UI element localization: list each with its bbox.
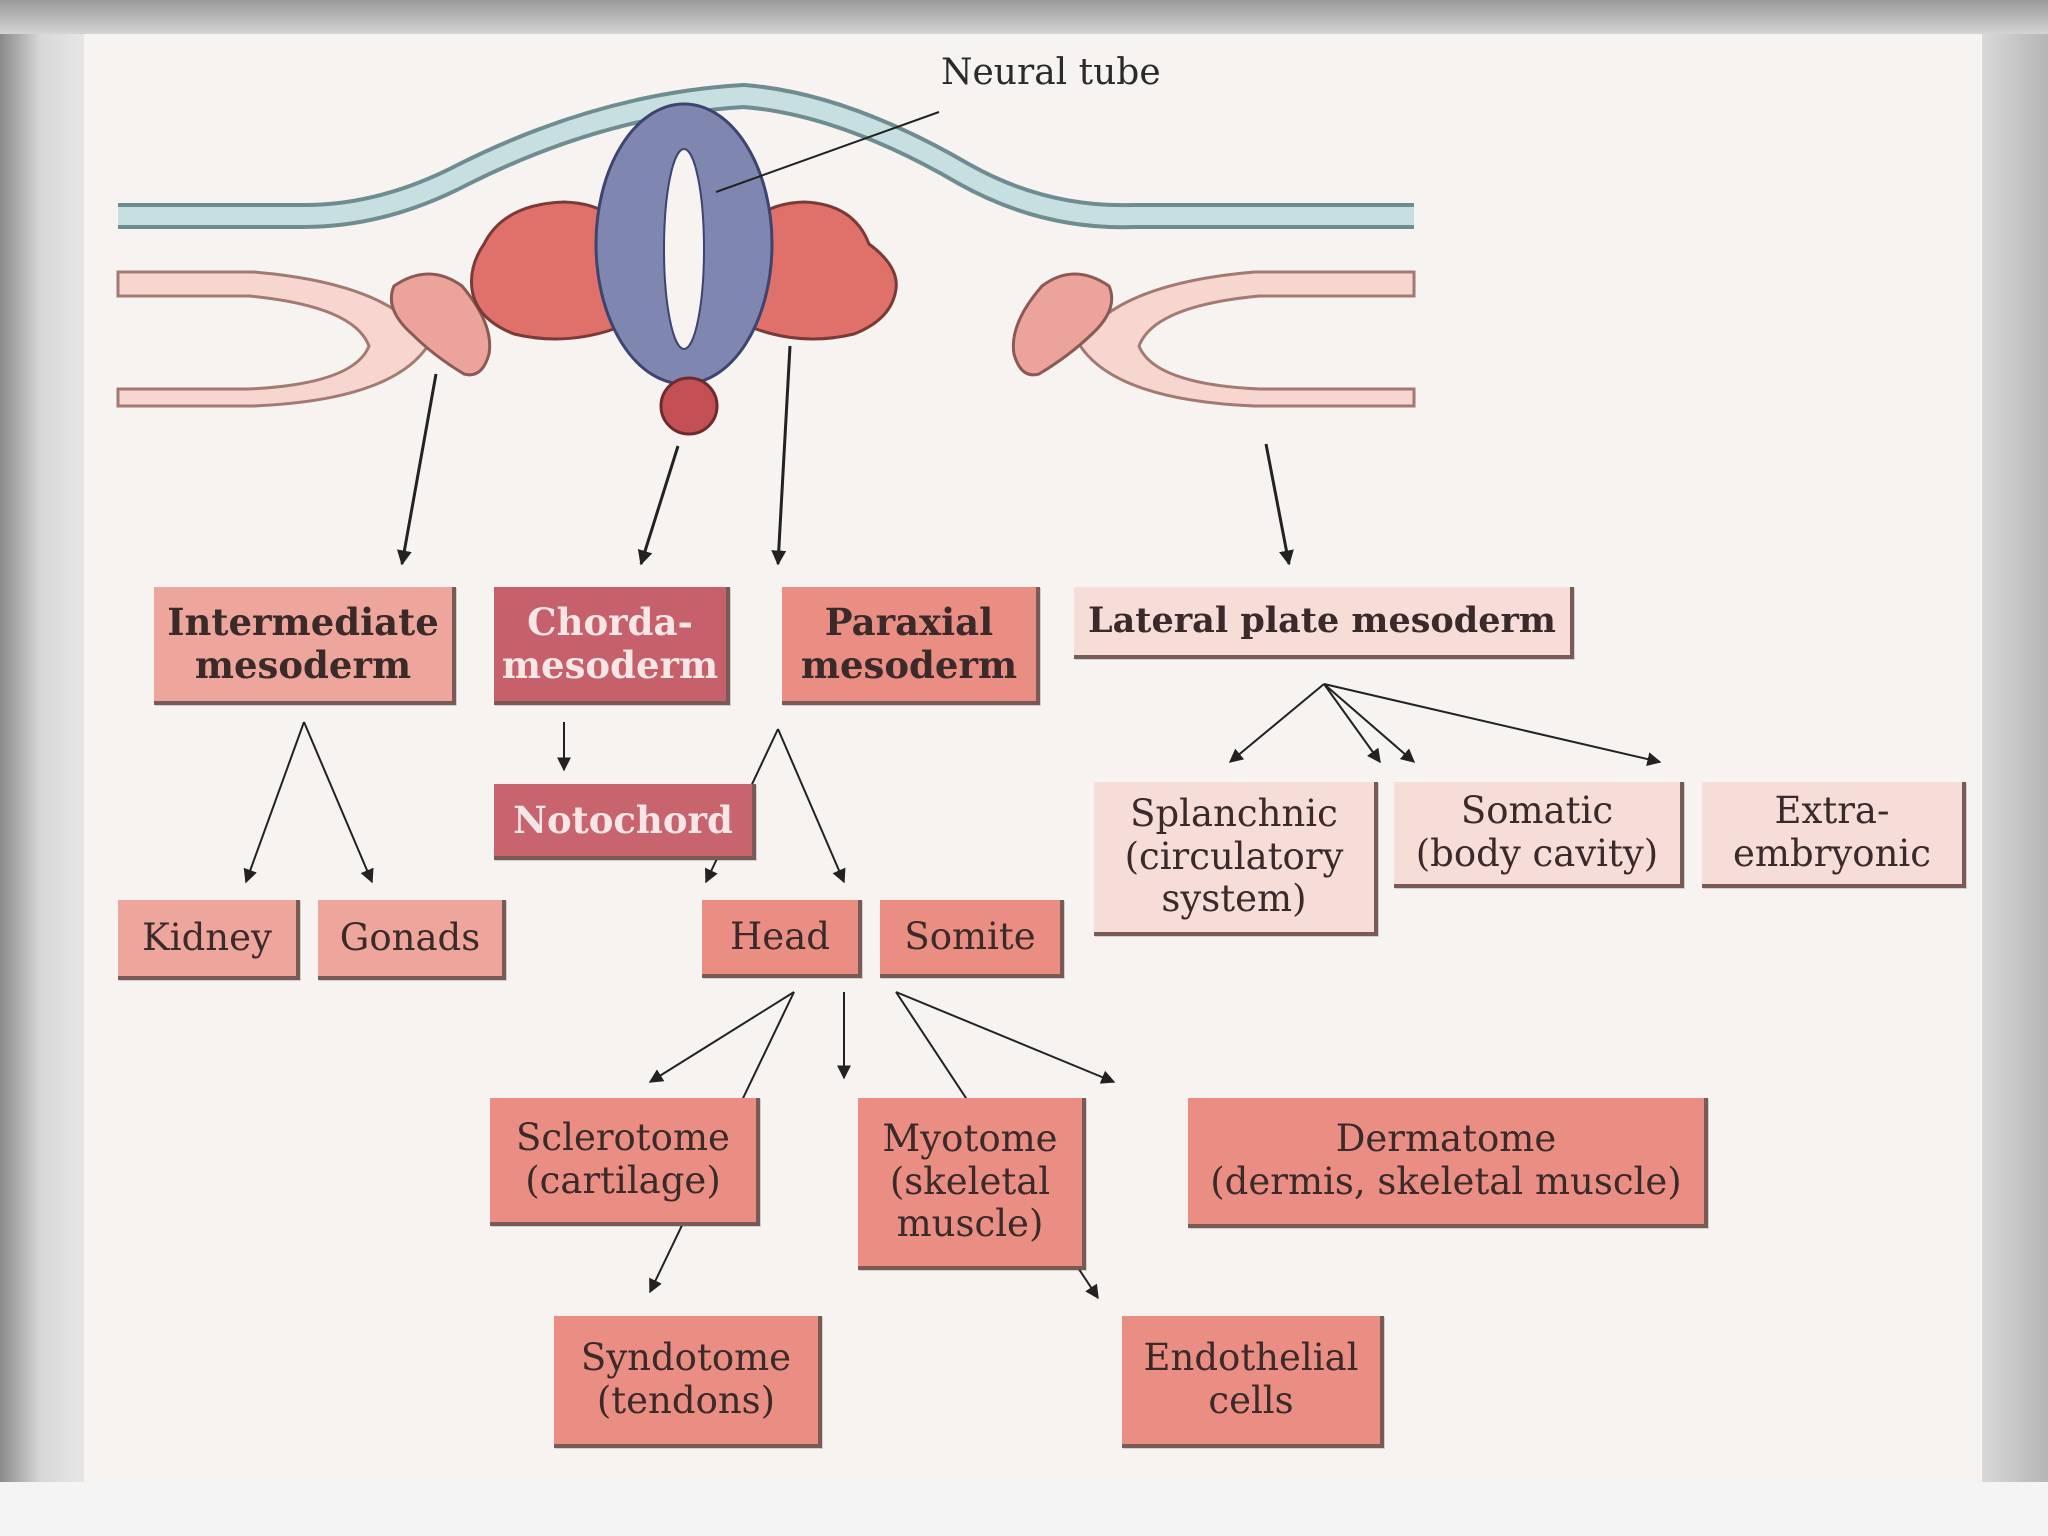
intermediate-mesoderm-box: Intermediate mesoderm (154, 587, 456, 705)
somatic-box: Somatic (body cavity) (1394, 782, 1684, 888)
dermatome-box: Dermatome (dermis, skeletal muscle) (1188, 1098, 1708, 1228)
somite-box: Somite (880, 900, 1064, 978)
top-band (0, 0, 2048, 34)
head-box: Head (702, 900, 862, 978)
kidney-box: Kidney (118, 900, 300, 980)
notochord-circle (659, 376, 719, 436)
neural-canal (663, 148, 705, 350)
bottom-band (0, 1482, 2048, 1536)
chorda-mesoderm-box: Chorda- mesoderm (494, 587, 730, 705)
splanchnic-box: Splanchnic (circulatory system) (1094, 782, 1378, 936)
intermediate-mesoderm-right (1011, 272, 1114, 377)
neural-tube-label: Neural tube (941, 52, 1161, 93)
paraxial-mesoderm-box: Paraxial mesoderm (782, 587, 1040, 705)
lateral-plate-left (116, 270, 431, 408)
endothelial-cells-box: Endothelial cells (1122, 1316, 1384, 1448)
embryo-cross-section (116, 83, 1662, 1300)
notochord-box: Notochord (494, 784, 756, 860)
diagram-panel: Neural tube Intermediate mesoderm Chorda… (84, 34, 1982, 1482)
extra-embryonic-box: Extra- embryonic (1702, 782, 1966, 888)
gonads-box: Gonads (318, 900, 506, 980)
lateral-plate-right (1077, 270, 1416, 408)
intermediate-mesoderm-left (389, 272, 492, 377)
sclerotome-box: Sclerotome (cartilage) (490, 1098, 760, 1226)
syndotome-box: Syndotome (tendons) (554, 1316, 822, 1448)
myotome-box: Myotome (skeletal muscle) (858, 1098, 1086, 1270)
lateral-plate-mesoderm-box: Lateral plate mesoderm (1074, 587, 1574, 659)
